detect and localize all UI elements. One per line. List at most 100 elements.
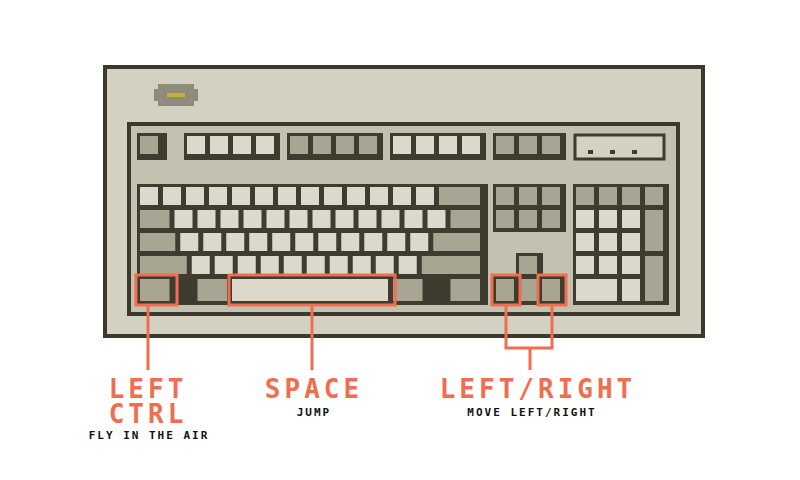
key (439, 187, 480, 205)
key (599, 256, 617, 274)
key-group (493, 133, 566, 160)
highlights (136, 275, 566, 305)
leader-line (147, 306, 150, 370)
key (272, 233, 290, 251)
key-highlight (538, 275, 566, 305)
key (313, 136, 331, 154)
key (576, 210, 594, 228)
key (576, 187, 594, 205)
key (428, 210, 446, 228)
key (278, 187, 296, 205)
logo-mark (167, 93, 185, 97)
key (353, 256, 371, 274)
key (576, 233, 594, 251)
key (232, 279, 388, 301)
leader-lines (148, 306, 552, 370)
key (496, 279, 514, 301)
key (249, 233, 267, 251)
key (599, 233, 617, 251)
key (416, 187, 434, 205)
key (233, 136, 251, 154)
key-highlight (492, 275, 520, 305)
key (255, 187, 273, 205)
key (175, 210, 193, 228)
key (576, 279, 617, 301)
key (496, 210, 514, 228)
control-label: LEFT/RIGHT (440, 377, 637, 402)
key (318, 233, 336, 251)
key (622, 233, 640, 251)
key (313, 210, 331, 228)
key (542, 136, 560, 154)
key (140, 210, 170, 228)
key (140, 279, 170, 301)
key (519, 256, 537, 274)
key (324, 187, 342, 205)
key (542, 187, 560, 205)
key (422, 256, 480, 274)
key (238, 256, 256, 274)
key (140, 136, 158, 154)
leader-line (311, 306, 314, 370)
key (645, 256, 663, 301)
key (284, 256, 302, 274)
action-label: MOVE LEFT/RIGHT (467, 406, 596, 419)
key (376, 256, 394, 274)
key (347, 187, 365, 205)
key (405, 210, 423, 228)
action-label: JUMP (297, 406, 332, 419)
key (393, 279, 423, 301)
keys (137, 133, 669, 305)
key (622, 279, 640, 301)
key (364, 233, 382, 251)
indicator-light (588, 150, 593, 154)
logo (154, 89, 198, 101)
key (496, 136, 514, 154)
key-group (137, 184, 488, 305)
key (645, 210, 663, 251)
key (410, 233, 428, 251)
key (187, 136, 205, 154)
key (221, 210, 239, 228)
key (256, 136, 274, 154)
key (307, 256, 325, 274)
key (203, 233, 221, 251)
key (496, 187, 514, 205)
key-group (287, 133, 383, 160)
key-group (390, 133, 486, 160)
bracket (506, 306, 552, 348)
key (267, 210, 285, 228)
key (209, 187, 227, 205)
indicator-light (632, 150, 637, 154)
key (599, 187, 617, 205)
key-highlight (136, 275, 177, 305)
key (519, 136, 537, 154)
key (261, 256, 279, 274)
key (622, 256, 640, 274)
key-group (573, 184, 669, 305)
key-group (184, 133, 280, 160)
key (198, 279, 228, 301)
key (542, 210, 560, 228)
key (519, 210, 537, 228)
key (393, 187, 411, 205)
key (451, 279, 481, 301)
keyboard-case (105, 67, 703, 336)
key (330, 256, 348, 274)
key (645, 187, 663, 205)
action-label: FLY IN THE AIR (89, 429, 210, 442)
key-group (493, 276, 566, 305)
key (301, 187, 319, 205)
key (341, 233, 359, 251)
key (232, 187, 250, 205)
key (226, 233, 244, 251)
key (295, 233, 313, 251)
key-group (137, 133, 167, 160)
indicator-panel (575, 135, 664, 159)
leader-line (529, 348, 532, 370)
key (336, 136, 354, 154)
key (140, 187, 158, 205)
key-group (516, 253, 543, 277)
key (290, 210, 308, 228)
